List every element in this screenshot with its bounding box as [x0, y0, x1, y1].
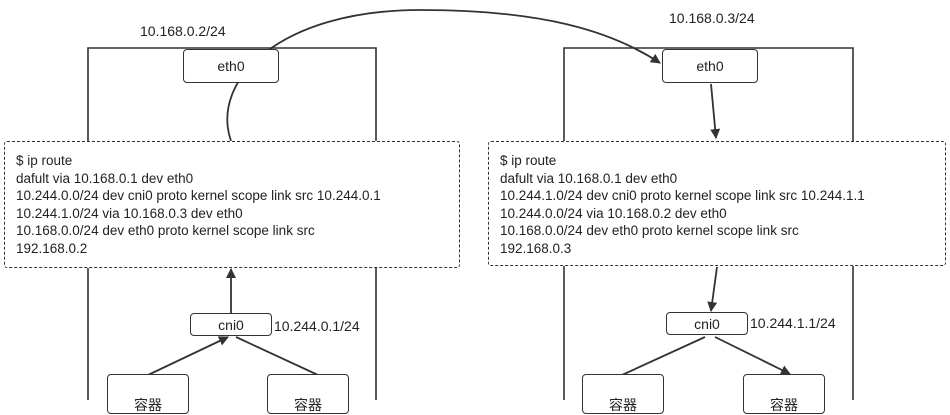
- node2-route-line: 10.244.0.0/24 via 10.168.0.2 dev eth0: [500, 205, 727, 221]
- node1-cni0-box: cni0: [190, 313, 272, 336]
- node1-route-line: 10.168.0.0/24 dev eth0 proto kernel scop…: [16, 223, 315, 239]
- node1-container-right-line: [235, 336, 319, 376]
- node2-host-ip: 10.168.0.3/24: [669, 10, 755, 26]
- node1-route-line: dafult via 10.168.0.1 dev eth0: [16, 170, 194, 186]
- node1-route-table: $ ip route dafult via 10.168.0.1 dev eth…: [4, 141, 460, 268]
- node2-route-line: 10.244.1.0/24 dev cni0 proto kernel scop…: [500, 188, 865, 204]
- node2-cni0-box: cni0: [666, 312, 748, 335]
- node2-container-left: 容器: [582, 374, 664, 414]
- inter-host-arrow: [226, 9, 661, 142]
- node2-route-line: dafult via 10.168.0.1 dev eth0: [500, 170, 678, 186]
- node2-eth-to-route-arrow: [710, 83, 721, 139]
- node1-route-line: 10.244.0.0/24 dev cni0 proto kernel scop…: [16, 188, 381, 204]
- node1-eth0-box: eth0: [183, 49, 279, 83]
- node2-container-left-line: [621, 336, 706, 376]
- node2-container-right: 容器: [743, 374, 825, 414]
- node1-container-left-arrow: [147, 336, 229, 376]
- node1-container-left: 容器: [107, 374, 189, 414]
- node2-route-line: 192.168.0.3: [500, 240, 572, 256]
- node2-route-line: 10.168.0.0/24 dev eth0 proto kernel scop…: [500, 223, 799, 239]
- node2-eth0-box: eth0: [662, 49, 758, 83]
- node2-route-to-cni-arrow: [707, 266, 718, 312]
- node1-route-line: $ ip route: [16, 153, 73, 168]
- node2-route-table: $ ip route dafult via 10.168.0.1 dev eth…: [488, 141, 946, 266]
- node1-route-line: 10.244.1.0/24 via 10.168.0.3 dev eth0: [16, 205, 243, 221]
- node2-route-line: $ ip route: [500, 153, 557, 168]
- node2-container-right-arrow: [714, 336, 791, 375]
- node1-cni0-ip: 10.244.0.1/24: [274, 318, 360, 334]
- node2-cni0-ip: 10.244.1.1/24: [750, 315, 836, 331]
- node1-container-right: 容器: [267, 374, 349, 414]
- node1-host-ip: 10.168.0.2/24: [140, 23, 226, 39]
- node1-route-line: 192.168.0.2: [16, 240, 88, 256]
